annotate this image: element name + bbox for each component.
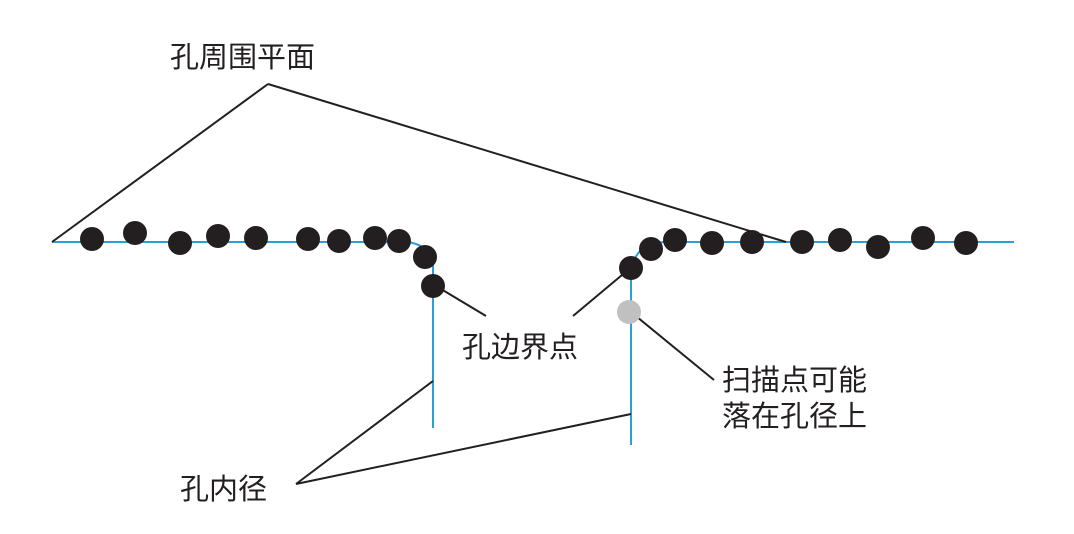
left-surface-line: [52, 241, 434, 428]
boundary-scan-point: [619, 256, 643, 280]
diameter-leader-left: [295, 380, 434, 485]
label-surface-plane: 孔周围平面: [170, 40, 315, 74]
scan-point: [206, 224, 230, 248]
scan-point: [387, 229, 411, 253]
scan-point: [790, 230, 814, 254]
scan-point: [828, 228, 852, 252]
scan-point: [244, 226, 268, 250]
scan-point: [327, 229, 351, 253]
scan-point: [740, 230, 764, 254]
scan-points: [80, 221, 978, 298]
leader-lines: [51, 83, 787, 485]
label-scan-note-line1: 扫描点可能: [722, 363, 867, 397]
scan-point: [700, 231, 724, 255]
label-inner-diameter: 孔内径: [180, 472, 267, 506]
label-boundary-points: 孔边界点: [462, 330, 578, 364]
scan-point: [954, 231, 978, 255]
scan-note-leader: [630, 311, 715, 381]
boundary-leader-right: [572, 269, 629, 317]
scan-point: [296, 227, 320, 251]
scan-point: [639, 237, 663, 261]
diameter-leader-right: [295, 413, 632, 485]
plane-leader-left: [51, 83, 269, 243]
possible-scan-point-on-wall: [617, 300, 641, 324]
boundary-leader-left: [435, 285, 487, 317]
scan-point: [363, 226, 387, 250]
plane-leader-right: [267, 83, 787, 243]
scan-point: [80, 227, 104, 251]
scan-point: [168, 231, 192, 255]
scan-point: [911, 226, 935, 250]
scan-point: [663, 228, 687, 252]
scan-point: [866, 235, 890, 259]
boundary-scan-point: [413, 245, 437, 269]
label-scan-note-line2: 落在孔径上: [722, 399, 867, 433]
scan-point: [123, 221, 147, 245]
boundary-scan-point: [421, 274, 445, 298]
